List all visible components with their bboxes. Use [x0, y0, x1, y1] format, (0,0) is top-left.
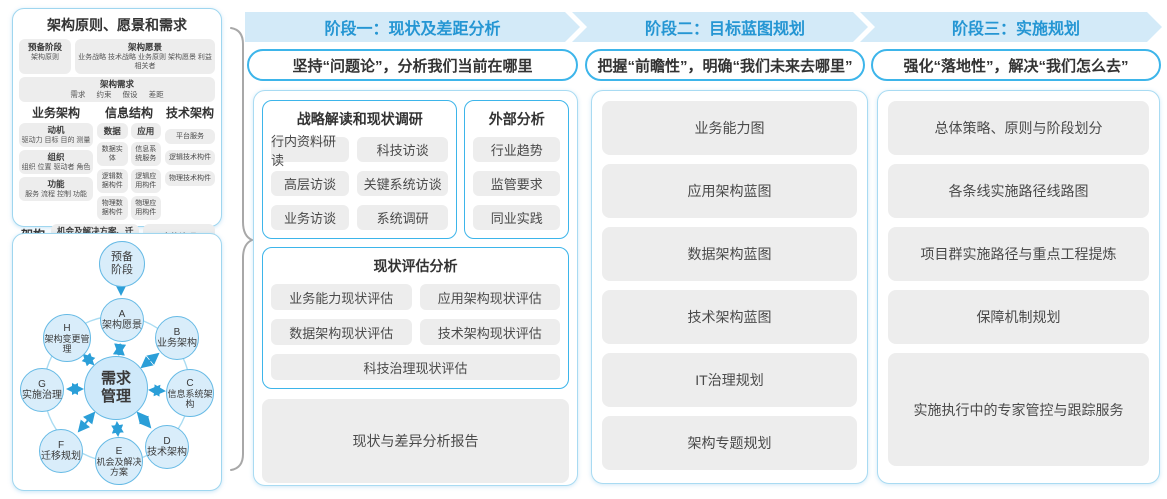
- adm-requirements-management: 需求管理: [84, 356, 148, 420]
- adm-phase-f: F 迁移规划: [39, 429, 83, 473]
- adm-cycle-panel: 预备阶段 需求管理 A 架构愿景 B 业务架构 C 信息系统架构 D 技术架构: [12, 233, 222, 491]
- application-header: 应用: [130, 123, 161, 139]
- logical-app-box: 逻辑应用构件: [130, 169, 161, 193]
- gap-analysis-report-box: 现状与差异分析报告: [262, 399, 569, 483]
- phase-3-title: 阶段三：实施规划: [951, 21, 1080, 38]
- business-architecture-column: 业务架构 动机 驱动力 目标 目的 测量 组织 组织 位置 驱动者 角色 功能 …: [19, 106, 93, 220]
- data-entity-box: 数据实体: [97, 142, 128, 166]
- physical-app-box: 物理应用构件: [130, 196, 161, 220]
- platform-service-box: 平台服务: [165, 129, 215, 144]
- curly-brace: [230, 27, 254, 471]
- phase-3-content-panel: 总体策略、原则与阶段划分 各条线实施路径线路图 项目群实施路径与重点工程提炼 保…: [877, 90, 1160, 484]
- phase-2-title: 阶段二：目标蓝图规划: [644, 21, 805, 38]
- strategy-research-title: 战略解读和现状调研: [296, 111, 423, 127]
- phase-3-item: 项目群实施路径与重点工程提炼: [888, 227, 1149, 281]
- external-analysis-box: 外部分析 行业趋势 监管要求 同业实践: [464, 100, 569, 239]
- assessment-item: 应用架构现状评估: [419, 284, 560, 310]
- adm-phase-d: D 技术架构: [145, 425, 189, 469]
- phase-2-content-panel: 业务能力图 应用架构蓝图 数据架构蓝图 技术架构蓝图 IT治理规划 架构专题规划: [591, 90, 868, 484]
- adm-phase-g: G 实施治理: [20, 368, 64, 412]
- logical-data-box: 逻辑数据构件: [97, 169, 128, 193]
- strategy-item: 行内资料研读: [271, 134, 349, 168]
- data-subcolumn: 数据 数据实体 逻辑数据构件 物理数据构件: [97, 123, 128, 220]
- vision-title: 架构愿景: [127, 42, 162, 52]
- prep-phase-box: 预备阶段 架构原则: [19, 39, 71, 74]
- phase-2-item: 业务能力图: [602, 101, 857, 155]
- adm-phase-a: A 架构愿景: [100, 298, 144, 342]
- strategy-item: 科技访谈: [356, 137, 449, 162]
- logical-tech-box: 逻辑技术构件: [165, 150, 215, 165]
- information-structure-column: 信息结构 数据 数据实体 逻辑数据构件 物理数据构件 应用 信息系统服务 逻辑应…: [97, 106, 161, 220]
- information-structure-header: 信息结构: [104, 106, 153, 120]
- phase-2-item: IT治理规划: [602, 353, 857, 407]
- assessment-item: 业务能力现状评估: [271, 284, 412, 310]
- phase-1-content-panel: 战略解读和现状调研 行内资料研读 科技访谈 高层访谈 关键系统访谈 业务访谈 系…: [253, 90, 578, 486]
- external-item: 同业实践: [473, 205, 560, 230]
- adm-phase-b: B 业务架构: [155, 316, 199, 360]
- physical-tech-box: 物理技术构件: [165, 171, 215, 186]
- external-item: 行业趋势: [473, 137, 560, 162]
- phase-2-item: 架构专题规划: [602, 416, 857, 470]
- phase-3-item: 总体策略、原则与阶段划分: [888, 101, 1149, 155]
- phase-1-banner: 阶段一：现状及差距分析: [245, 12, 580, 42]
- phase-3-banner: 阶段三：实施规划: [860, 12, 1162, 42]
- architecture-framework-panel: 架构原则、愿景和需求 预备阶段 架构原则 架构愿景 业务战略 技术战略 业务原则…: [12, 8, 222, 259]
- technology-architecture-header: 技术架构: [165, 106, 214, 120]
- requirements-sub: 需求 约束 假设 差距: [70, 90, 164, 99]
- phase-1-subtitle: 坚持“问题论”，分析我们当前在哪里: [247, 49, 578, 81]
- phase-1-title: 阶段一：现状及差距分析: [324, 21, 501, 38]
- framework-title: 架构原则、愿景和需求: [47, 17, 187, 33]
- strategy-item: 业务访谈: [271, 205, 349, 230]
- phase-3-item: 各条线实施路径线路图: [888, 164, 1149, 218]
- assessment-title: 现状评估分析: [373, 258, 458, 274]
- external-analysis-title: 外部分析: [488, 111, 545, 127]
- phase-3-item: 保障机制规划: [888, 290, 1149, 344]
- adm-phase-h: H 架构变更管理: [43, 314, 91, 362]
- phase-2-item: 应用架构蓝图: [602, 164, 857, 218]
- assessment-item: 技术架构现状评估: [419, 319, 560, 345]
- adm-phase-c: C 信息系统架构: [166, 369, 214, 417]
- external-item: 监管要求: [473, 171, 560, 196]
- requirements-title: 架构需求: [99, 79, 134, 89]
- strategy-item: 关键系统访谈: [356, 171, 449, 196]
- phase-2-item: 技术架构蓝图: [602, 290, 857, 344]
- physical-data-box: 物理数据构件: [97, 196, 128, 220]
- business-architecture-header: 业务架构: [31, 106, 80, 120]
- organization-box: 组织 组织 位置 驱动者 角色: [19, 150, 93, 174]
- function-box: 功能 服务 流程 控制 功能: [19, 177, 93, 201]
- motivation-box: 动机 驱动力 目标 目的 测量: [19, 123, 93, 147]
- info-system-service-box: 信息系统服务: [130, 142, 161, 166]
- adm-phase-e: E 机会及解决方案: [95, 437, 143, 485]
- current-state-assessment-box: 现状评估分析 业务能力现状评估 应用架构现状评估 数据架构现状评估 技术架构现状…: [262, 247, 569, 389]
- strategy-item: 系统调研: [356, 205, 449, 230]
- assessment-item: 科技治理现状评估: [271, 354, 560, 380]
- architecture-vision-box: 架构愿景 业务战略 技术战略 业务原则 架构愿景 利益相关者: [75, 39, 215, 74]
- phase-2-item: 数据架构蓝图: [602, 227, 857, 281]
- assessment-item: 数据架构现状评估: [271, 319, 412, 345]
- phase-3-subtitle: 强化“落地性”，解决“我们怎么去”: [871, 49, 1161, 81]
- prep-phase-sub: 架构原则: [31, 54, 59, 61]
- architecture-requirements-box: 架构需求 需求 约束 假设 差距: [19, 77, 215, 102]
- phase-2-banner: 阶段二：目标蓝图规划: [572, 12, 868, 42]
- vision-sub: 业务战略 技术战略 业务原则 架构愿景 利益相关者: [78, 54, 212, 70]
- application-subcolumn: 应用 信息系统服务 逻辑应用构件 物理应用构件: [130, 123, 161, 220]
- technology-architecture-column: 技术架构 平台服务 逻辑技术构件 物理技术构件: [165, 106, 215, 220]
- phase-3-item: 实施执行中的专家管控与跟踪服务: [888, 353, 1149, 466]
- data-header: 数据: [97, 123, 128, 139]
- strategy-item: 高层访谈: [271, 171, 349, 196]
- adm-prep-phase: 预备阶段: [99, 241, 145, 287]
- prep-phase-title: 预备阶段: [27, 42, 62, 52]
- phase-2-subtitle: 把握“前瞻性”，明确“我们未来去哪里”: [585, 49, 865, 81]
- strategy-research-box: 战略解读和现状调研 行内资料研读 科技访谈 高层访谈 关键系统访谈 业务访谈 系…: [262, 100, 458, 239]
